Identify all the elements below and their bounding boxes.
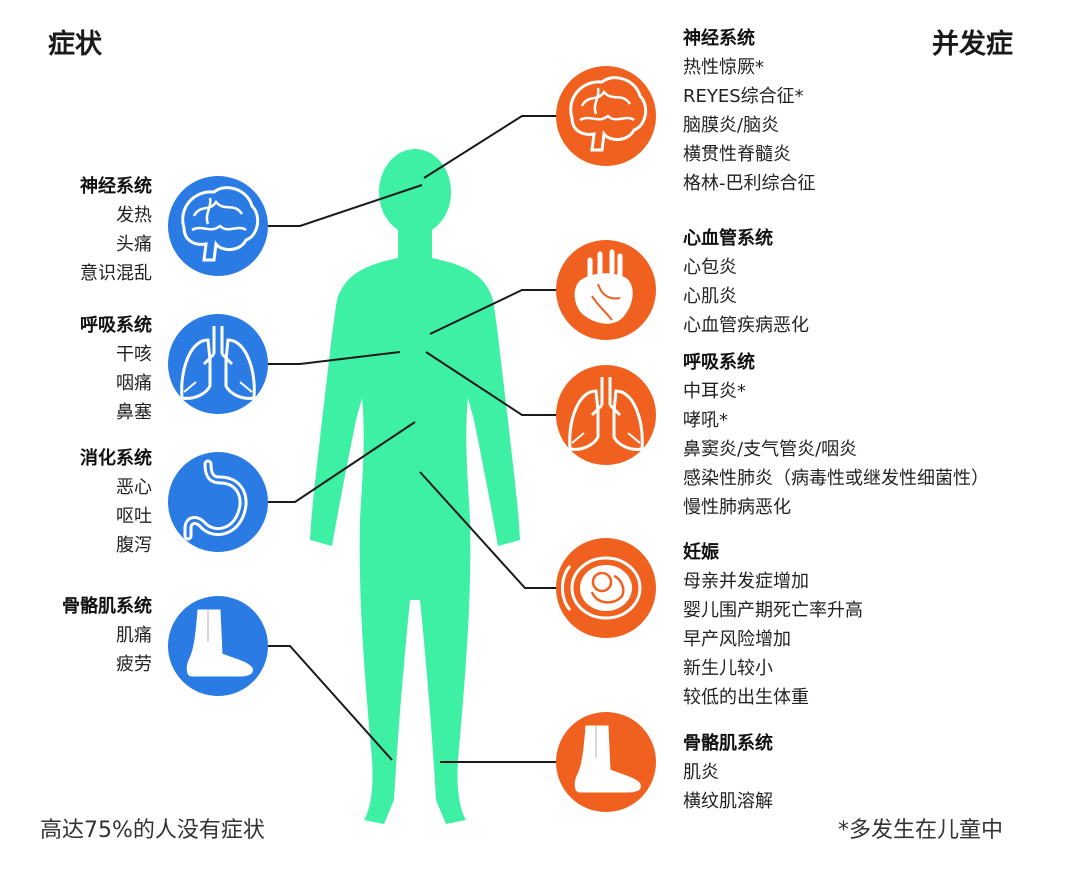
connector-lines: [268, 115, 557, 763]
complication-list-cardio: 心血管系统 心包炎 心肌炎 心血管疾病恶化: [683, 224, 809, 340]
symptom-list-respiratory: 呼吸系统 干咳 咽痛 鼻塞: [80, 311, 152, 427]
symptom-title: 骨骼肌系统: [62, 596, 152, 617]
complication-circle-neuro: [556, 66, 656, 166]
symptom-list-neuro: 神经系统 发热 头痛 意识混乱: [80, 172, 152, 288]
symptom-circle-musculoskeletal: [168, 596, 268, 696]
symptom-list-digestive: 消化系统 恶心 呕吐 腹泻: [80, 444, 152, 560]
symptom-item: 意识混乱: [80, 263, 152, 284]
symptom-item: 头痛: [116, 234, 152, 255]
complication-item: 心包炎: [683, 257, 737, 278]
complication-item: 脑膜炎/脑炎: [683, 115, 780, 136]
complications-heading: 并发症: [932, 29, 1013, 60]
complication-item: 中耳炎*: [683, 381, 746, 402]
complication-item: 心肌炎: [683, 286, 737, 307]
complication-list-respiratory: 呼吸系统 中耳炎* 哮吼* 鼻窦炎/支气管炎/咽炎 感染性肺炎（病毒性或继发性细…: [683, 348, 989, 522]
complication-item: 新生儿较小: [683, 658, 773, 679]
symptom-title: 消化系统: [80, 448, 152, 469]
symptom-item: 咽痛: [116, 373, 152, 394]
complication-item: 心血管疾病恶化: [683, 315, 809, 336]
symptom-title: 神经系统: [80, 176, 152, 197]
complication-item: 母亲并发症增加: [683, 571, 809, 592]
symptom-circle-digestive: [168, 452, 268, 552]
complication-title: 呼吸系统: [683, 352, 755, 373]
complication-circle-pregnancy: [556, 538, 656, 638]
complication-title: 妊娠: [683, 542, 719, 563]
complication-item: 哮吼*: [683, 410, 728, 431]
symptom-item: 干咳: [116, 344, 152, 365]
complication-item: 横纹肌溶解: [683, 791, 773, 812]
complication-list-neuro: 神经系统 热性惊厥* REYES综合征* 脑膜炎/脑炎 横贯性脊髓炎 格林-巴利…: [683, 24, 816, 198]
symptom-item: 腹泻: [116, 535, 152, 556]
complication-item: 横贯性脊髓炎: [683, 144, 791, 165]
symptom-item: 肌痛: [116, 625, 152, 646]
complication-item: 婴儿围产期死亡率升高: [683, 600, 863, 621]
symptom-item: 鼻塞: [116, 402, 152, 423]
complication-list-musculoskeletal: 骨骼肌系统 肌炎 横纹肌溶解: [683, 729, 773, 816]
complication-item: 慢性肺病恶化: [683, 497, 791, 518]
complication-item: REYES综合征*: [683, 86, 804, 107]
complication-circle-musculoskeletal: [556, 712, 656, 812]
complication-item: 肌炎: [683, 762, 719, 783]
complication-item: 热性惊厥*: [683, 57, 764, 78]
symptom-item: 疲劳: [116, 654, 152, 675]
complication-item: 感染性肺炎（病毒性或继发性细菌性）: [683, 468, 989, 489]
symptom-title: 呼吸系统: [80, 315, 152, 336]
complication-list-pregnancy: 妊娠 母亲并发症增加 婴儿围产期死亡率升高 早产风险增加 新生儿较小 较低的出生…: [683, 538, 863, 712]
complication-circle-cardio: [556, 240, 656, 340]
asymptomatic-note: 高达75%的人没有症状: [40, 818, 265, 843]
symptom-circle-neuro: [168, 176, 268, 276]
human-silhouette: [310, 149, 520, 824]
symptoms-heading: 症状: [48, 29, 102, 60]
complication-title: 神经系统: [683, 28, 755, 49]
complication-item: 鼻窦炎/支气管炎/咽炎: [683, 439, 858, 460]
complication-item: 较低的出生体重: [683, 687, 809, 708]
symptom-item: 呕吐: [116, 506, 152, 527]
symptom-list-musculoskeletal: 骨骼肌系统 肌痛 疲劳: [62, 592, 152, 679]
complication-item: 早产风险增加: [683, 629, 791, 650]
symptom-item: 恶心: [116, 477, 152, 498]
symptom-circle-respiratory: [168, 314, 268, 414]
children-note: *多发生在儿童中: [838, 818, 1004, 843]
complication-title: 骨骼肌系统: [683, 733, 773, 754]
complication-title: 心血管系统: [683, 228, 773, 249]
complication-circle-respiratory: [556, 365, 656, 465]
symptom-item: 发热: [116, 205, 152, 226]
complication-item: 格林-巴利综合征: [683, 173, 816, 194]
